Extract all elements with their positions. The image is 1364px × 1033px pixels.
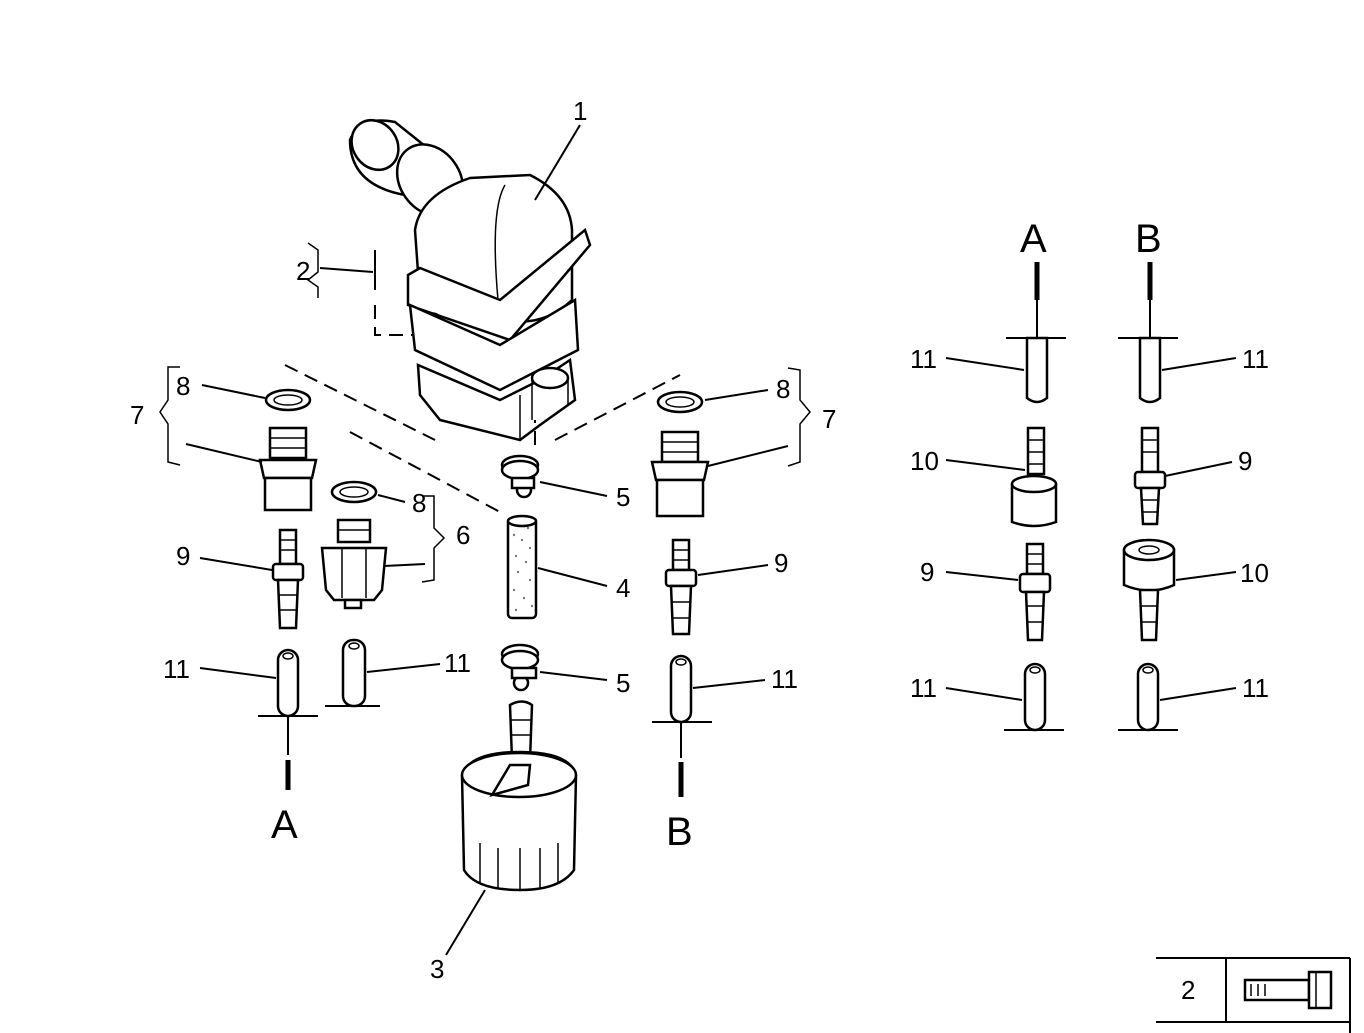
o-ring-part-8-left [264, 388, 312, 412]
hose-clamp-part-5-lower [500, 643, 540, 692]
detail-callout-11-a-bottom: 11 [910, 673, 937, 703]
tube-part-11-middle [341, 638, 367, 708]
tube-part-11-a-bottom [1023, 662, 1047, 732]
detail-callout-11-b-top: 11 [1242, 344, 1269, 374]
detail-callout-11-b-bottom: 11 [1242, 673, 1269, 703]
valve-assembly-part-1 [348, 118, 592, 442]
o-ring-part-8-right [656, 390, 704, 414]
callout-9-right: 9 [774, 548, 788, 578]
callout-1: 1 [573, 96, 587, 126]
tube-part-11-right [669, 654, 693, 724]
hose-fitting-part-9-a [1018, 542, 1052, 642]
callout-5-lower: 5 [616, 668, 630, 698]
pressure-switch-part-6 [320, 518, 388, 610]
legend-box: 2 [1156, 957, 1351, 1033]
connector-a-left: A [271, 803, 298, 847]
filter-hose-part-4 [506, 514, 538, 620]
callout-8-left: 8 [176, 371, 190, 401]
callout-6: 6 [456, 520, 470, 550]
detail-variants: A B 11 11 10 [910, 217, 1269, 732]
detail-a-label: A [1020, 217, 1047, 261]
callout-7-right: 7 [822, 404, 836, 434]
detail-callout-10-b: 10 [1240, 558, 1269, 588]
detail-callout-10-a: 10 [910, 446, 939, 476]
hose-fitting-part-9-left [271, 528, 305, 630]
o-ring-part-8-middle [330, 480, 378, 504]
hose-fitting-part-9-b [1133, 426, 1167, 526]
callout-11-left: 11 [163, 654, 190, 684]
connector-part-10-a [1010, 426, 1058, 528]
connector-b-left: B [666, 810, 693, 854]
callout-9-left: 9 [176, 541, 190, 571]
detail-callout-9-b: 9 [1238, 446, 1252, 476]
callout-2: 2 [296, 256, 310, 286]
adapter-part-7-right [650, 430, 710, 518]
tube-part-11-b-bottom [1136, 662, 1160, 732]
bolt-icon [1243, 970, 1333, 1010]
adapter-part-7-left [258, 426, 318, 512]
callout-5-upper: 5 [616, 482, 630, 512]
callout-11-middle: 11 [444, 648, 471, 678]
callout-8-middle: 8 [412, 488, 426, 518]
hose-fitting-part-9-right [664, 538, 698, 636]
tube-part-11-b-top [1138, 336, 1162, 404]
detail-b-label: B [1135, 217, 1162, 261]
hose-clamp-part-5-upper [500, 454, 540, 499]
callout-11-right: 11 [771, 664, 798, 694]
tube-part-11-left [276, 648, 300, 718]
callout-7-left: 7 [130, 400, 144, 430]
callout-3: 3 [430, 954, 444, 984]
callout-8-right: 8 [776, 374, 790, 404]
connector-part-10-b [1122, 538, 1176, 642]
detail-callout-9-a: 9 [920, 557, 934, 587]
callout-4: 4 [616, 573, 630, 603]
filter-part-3 [460, 700, 578, 892]
detail-callout-11-a-top: 11 [910, 344, 937, 374]
tube-part-11-a-top [1025, 336, 1049, 404]
legend-number: 2 [1181, 975, 1195, 1005]
